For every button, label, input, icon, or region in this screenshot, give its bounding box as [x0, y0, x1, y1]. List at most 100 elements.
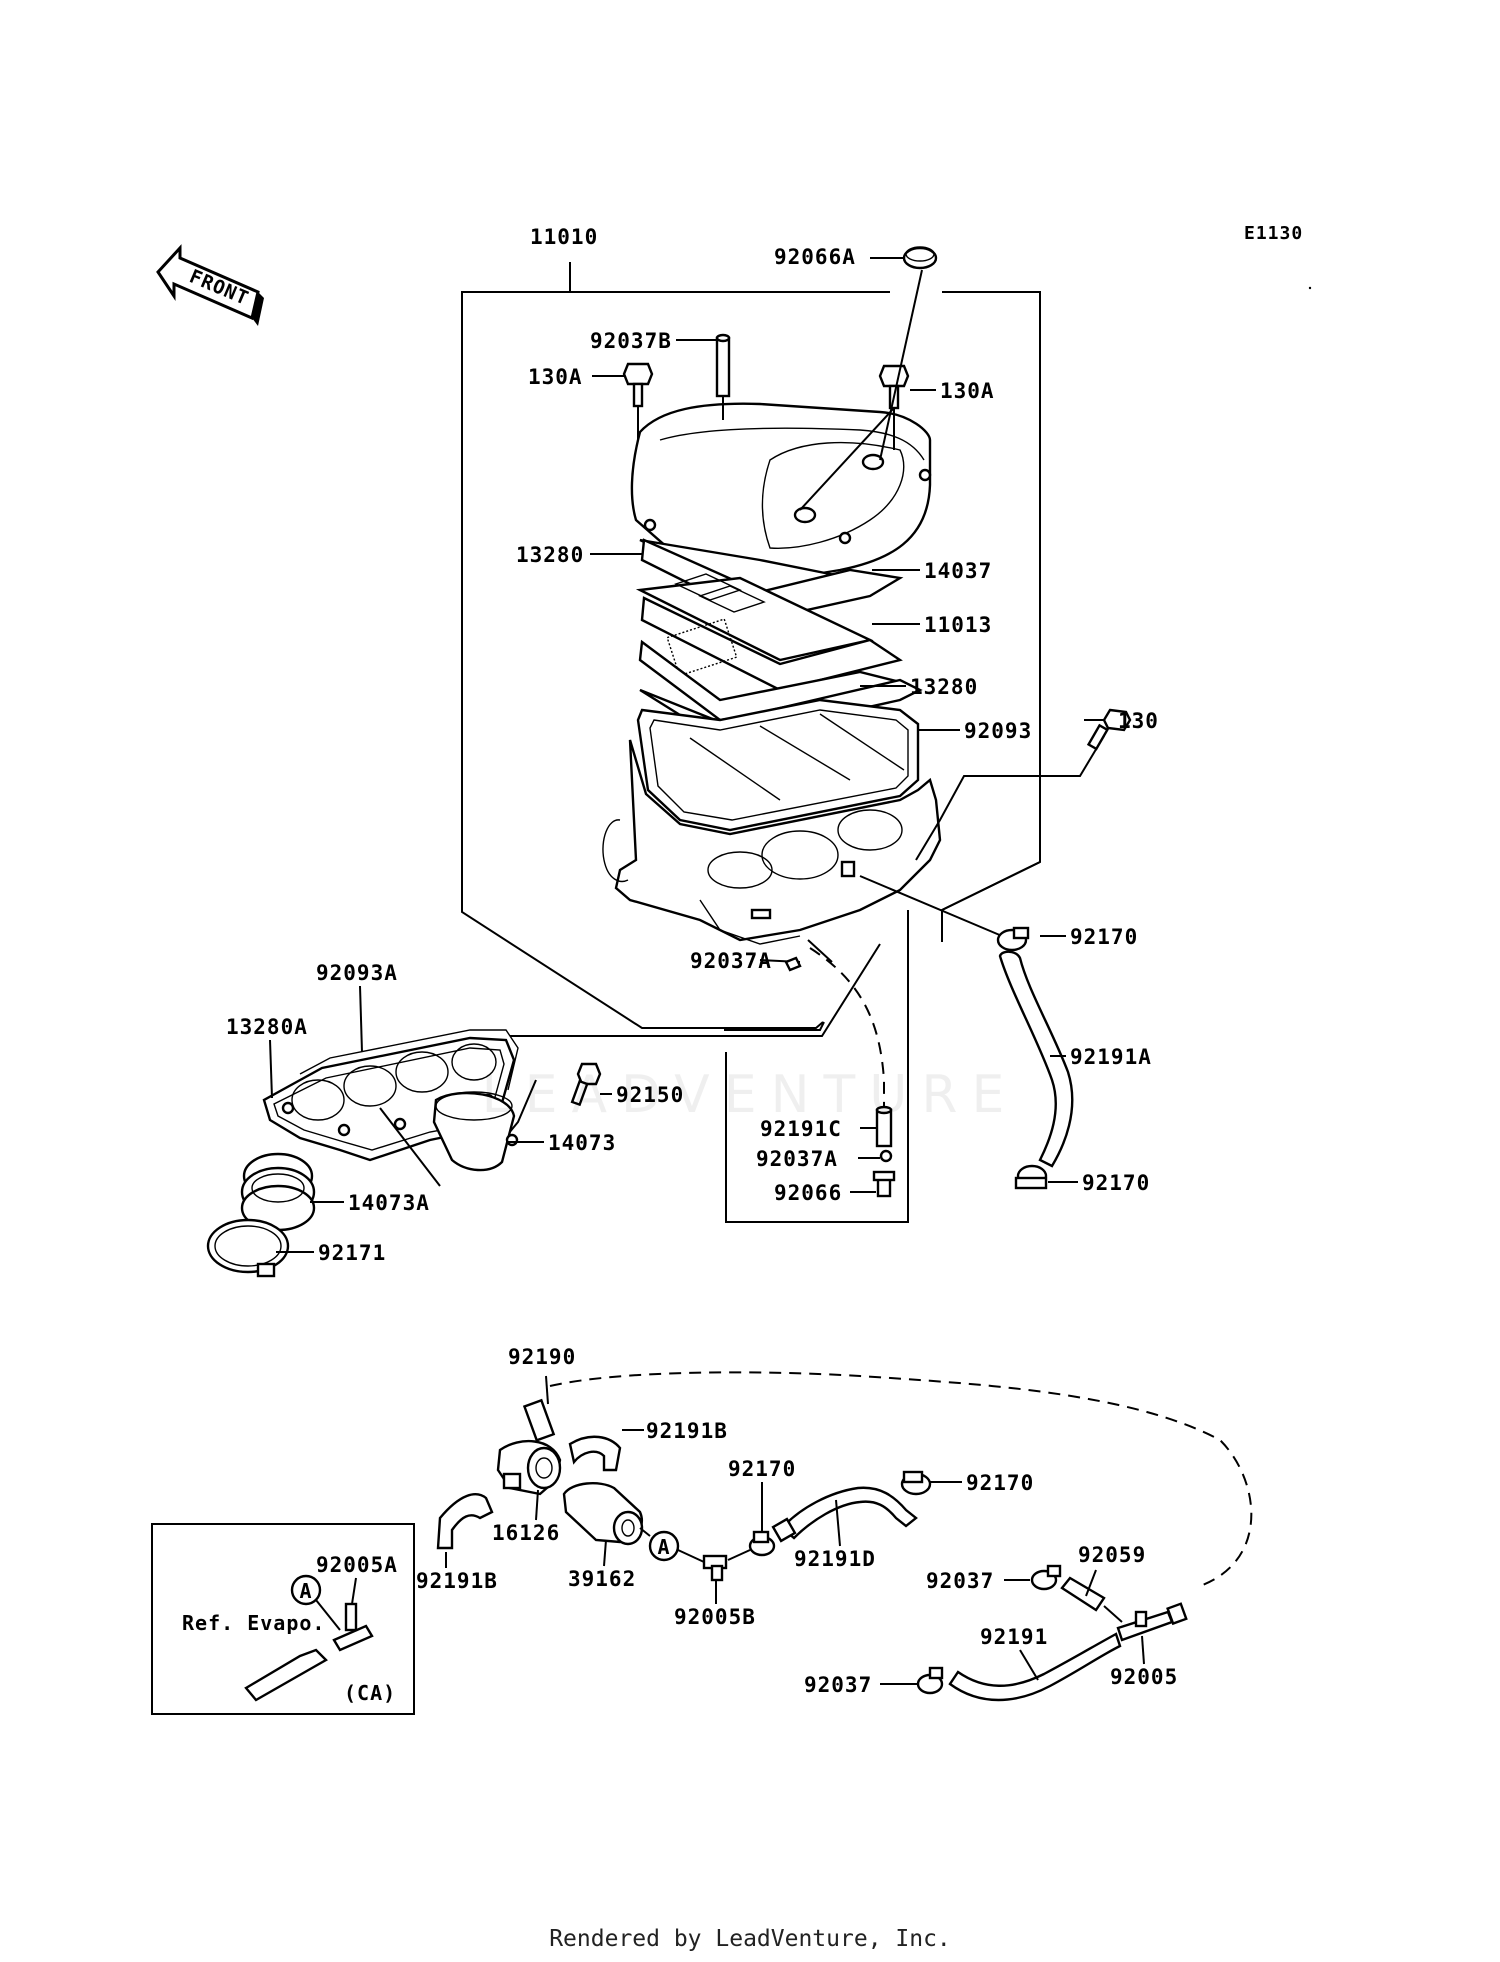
hose-92191A [998, 950, 1074, 1168]
inset-title: Ref. Evapo. [182, 1611, 325, 1635]
callout-92170-mid: 92170 [1082, 1171, 1150, 1195]
tube-92191C [875, 1105, 893, 1148]
dashed-hose-lower [549, 1371, 1253, 1587]
clamp-92171 [206, 1218, 290, 1278]
callout-130A-left: 130A [528, 365, 583, 389]
elbow-92191B-top [568, 1435, 622, 1472]
hose-92191 [948, 1632, 1122, 1702]
leader-39162 [603, 1539, 607, 1567]
callout-92037A-upper: 92037A [690, 949, 772, 973]
clip-92037A-lower [879, 1149, 893, 1163]
callout-92170-b: 92170 [966, 1471, 1034, 1495]
leader-92059 [1085, 1569, 1097, 1597]
callout-13280A: 13280A [226, 1015, 308, 1039]
ref-a-inset-text: A [299, 1579, 312, 1603]
clamp-92170-b [900, 1470, 932, 1496]
callout-11010: 11010 [530, 225, 598, 249]
callout-92037A-lower: 92037A [756, 1147, 838, 1171]
ref-a-main-text: A [657, 1535, 670, 1559]
callout-92191B-top: 92191B [646, 1419, 728, 1443]
callout-39162: 39162 [568, 1567, 636, 1591]
bolt-130A-left [622, 362, 654, 408]
cap-92066A [902, 246, 938, 270]
callout-14073A: 14073A [348, 1191, 430, 1215]
leader-92093A [359, 985, 363, 1053]
callout-92093: 92093 [964, 719, 1032, 743]
callout-14073: 14073 [548, 1131, 616, 1155]
callout-92191A: 92191A [1070, 1045, 1152, 1069]
clamp-92170-a [748, 1530, 776, 1557]
tube-92059 [1060, 1576, 1106, 1612]
callout-92037-lower: 92037 [804, 1673, 872, 1697]
callout-11013: 11013 [924, 613, 992, 637]
tube-92190 [522, 1398, 556, 1442]
hose-92191D [771, 1486, 918, 1543]
diagram-code: E1130 [1244, 223, 1303, 244]
leader-a-main [677, 1549, 705, 1563]
leader-92191 [1019, 1649, 1039, 1681]
callout-92170-a: 92170 [728, 1457, 796, 1481]
dashed-hose-upper [809, 947, 885, 1110]
callout-labels: 11010 92066A 92037B 130A 130A 13280 1403… [226, 225, 1178, 1697]
connector-92005 [1103, 1605, 1123, 1623]
callout-130: 130 [1118, 709, 1159, 733]
callout-92066A: 92066A [774, 245, 856, 269]
callout-92005: 92005 [1110, 1665, 1178, 1689]
callout-92190: 92190 [508, 1345, 576, 1369]
air-cleaner-lower-case [602, 739, 942, 945]
callout-92171: 92171 [318, 1241, 386, 1265]
clamp-92170-mid [1014, 1164, 1048, 1190]
canister-39162 [562, 1482, 644, 1546]
leader-92190 [545, 1375, 549, 1405]
callout-92191: 92191 [980, 1625, 1048, 1649]
leader-16126 [535, 1489, 539, 1521]
tube-92037B [715, 333, 731, 398]
leader-14073-line [379, 1107, 441, 1187]
fitting-92005B [702, 1554, 728, 1582]
callout-130A-right: 130A [940, 379, 995, 403]
callout-92191D: 92191D [794, 1547, 876, 1571]
leader-13280A [269, 1039, 273, 1099]
boot-14073A [240, 1152, 316, 1232]
elbow-92191B-bottom [436, 1493, 494, 1550]
speck [1308, 286, 1312, 290]
callout-13280-top: 13280 [516, 543, 584, 567]
callout-92093A: 92093A [316, 961, 398, 985]
callout-92037B: 92037B [590, 329, 672, 353]
assembly-bracket-11010 [461, 262, 1041, 1029]
fitting-92005 [1116, 1602, 1188, 1642]
bolt-130A-right [878, 364, 910, 410]
watermark: LEADVENTURE [482, 1065, 1019, 1125]
callout-92191C: 92191C [760, 1117, 842, 1141]
callout-14037: 14037 [924, 559, 992, 583]
leader-gasket-bracket [510, 943, 881, 1037]
gasket-92093A [299, 1029, 519, 1091]
callout-92059: 92059 [1078, 1543, 1146, 1567]
connector-92005B [727, 1549, 751, 1561]
duct-14073 [432, 1091, 519, 1172]
front-arrow-icon: FRONT [156, 244, 264, 326]
callout-92037-upper: 92037 [926, 1569, 994, 1593]
gasket-92093 [636, 698, 920, 832]
leader-92191D [835, 1499, 841, 1547]
sub-bracket [725, 910, 909, 1223]
clamp-92170-upper [996, 926, 1030, 952]
callout-92066: 92066 [774, 1181, 842, 1205]
callout-92191B-bottom: 92191B [416, 1569, 498, 1593]
ref-marker-a-main: A [648, 1530, 680, 1562]
callout-92150: 92150 [616, 1083, 684, 1107]
valve-16126 [496, 1439, 562, 1496]
callout-92005A: 92005A [316, 1553, 398, 1577]
callout-16126: 16126 [492, 1521, 560, 1545]
sub-connector [724, 1021, 825, 1031]
callout-92170-upper: 92170 [1070, 925, 1138, 949]
clip-92037A-upper [750, 908, 802, 972]
leader-lines-upper [590, 257, 1115, 963]
footer-credit: Rendered by LeadVenture, Inc. [549, 1926, 951, 1952]
leader-39162-to-A [639, 1527, 651, 1537]
inset-ref-evapo: A Ref. Evapo. (CA) [151, 1523, 415, 1715]
bolt-130 [1086, 708, 1132, 751]
clamp-92037-upper [1030, 1564, 1062, 1591]
leader-92005 [1141, 1635, 1145, 1665]
